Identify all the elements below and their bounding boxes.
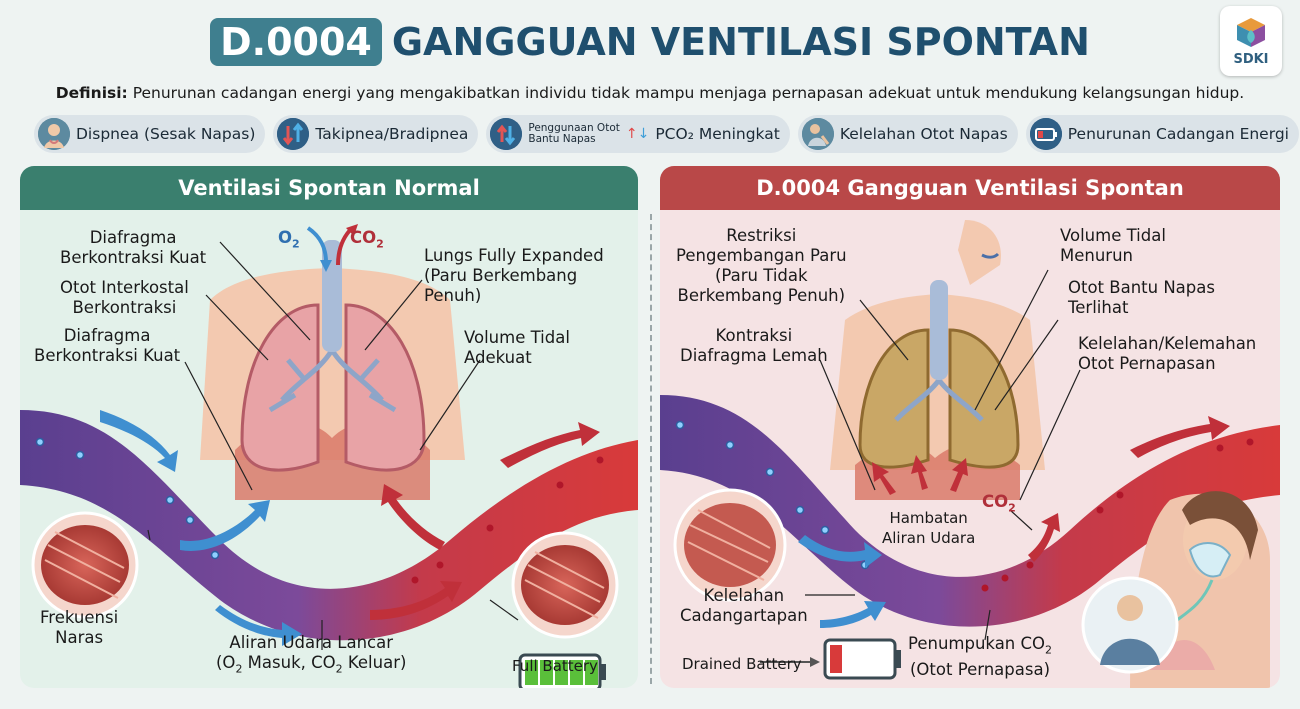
label-volume-tidal: Volume Tidal Adekuat — [464, 328, 570, 367]
sign-pill-otot-bantu: Penggunaan Otot Bantu Napas ↑↓ PCO₂ Meni… — [486, 115, 790, 153]
sdki-logo: SDKI — [1220, 6, 1282, 76]
penumpukan-line1: Penumpukan CO — [908, 634, 1046, 653]
cube-logo-icon — [1237, 17, 1265, 47]
co2-subscript: 2 — [376, 237, 384, 251]
sign-label: Takipnea/Bradipnea — [315, 125, 469, 143]
label-kelelahan-cadangan: Kelelahan Cadangartapan — [680, 586, 808, 625]
impaired-ventilation-panel: D.0004 Gangguan Ventilasi Spontan — [660, 166, 1280, 688]
up-down-arrows-icon — [277, 118, 310, 150]
co2-text: CO — [350, 228, 377, 247]
sign-label-two-line: Penggunaan Otot Bantu Napas — [528, 123, 620, 145]
page-title: GANGGUAN VENTILASI SPONTAN — [391, 20, 1090, 64]
penumpukan-line2: (Otot Pernapasa) — [910, 660, 1051, 680]
left-lung — [240, 303, 320, 472]
sign-label-line1: Penggunaan Otot — [528, 122, 620, 134]
weak-muscle-fiber-circle — [673, 488, 787, 602]
signs-list: Dispnea (Sesak Napas) Takipnea/Bradipnea… — [34, 115, 1299, 155]
impaired-ventilation-illustration — [660, 220, 1280, 688]
label-co2: CO2 — [350, 228, 384, 254]
sign-label: Dispnea (Sesak Napas) — [76, 125, 256, 143]
label-kontraksi-lemah: Kontraksi Diafragma Lemah — [680, 326, 828, 365]
left-lung-restricted — [858, 328, 930, 469]
o2-text: O — [278, 228, 293, 247]
sign-label: Kelelahan Otot Napas — [839, 125, 1008, 143]
sign-pill-cadangan: Penurunan Cadangan Energi — [1025, 115, 1299, 153]
drained-battery-icon — [823, 638, 901, 680]
aliran-sub-a: 2 — [235, 662, 243, 676]
label-pointer-lines — [805, 269, 1081, 641]
right-lung — [344, 303, 426, 472]
label-lungs-expanded: Lungs Fully Expanded (Paru Berkembang Pe… — [424, 246, 604, 305]
label-frekuensi: Frekuensi Naras — [40, 608, 119, 647]
logo-text: SDKI — [1233, 51, 1269, 67]
definition-text: Penurunan cadangan energi yang mengakiba… — [132, 84, 1245, 102]
right-lung-restricted — [948, 328, 1020, 469]
flow-arrows-blue — [798, 535, 886, 628]
label-diafragma-top: Diafragma Berkontraksi Kuat — [60, 228, 207, 267]
label-o2: O2 — [278, 228, 300, 254]
low-battery-icon — [1029, 118, 1062, 150]
sign-label-pco2: PCO₂ Meningkat — [655, 125, 780, 143]
aliran-line2a: (O — [216, 653, 236, 672]
aliran-sub-b: 2 — [335, 662, 343, 676]
label-otot-interkostal: Otot Interkostal Berkontraksi — [60, 278, 189, 317]
sign-label: Penurunan Cadangan Energi — [1067, 125, 1289, 143]
head-chin — [958, 220, 1001, 285]
label-pointer-lines — [147, 241, 519, 650]
sign-pill-takipnea: Takipnea/Bradipnea — [273, 115, 479, 153]
sign-pill-dispnea: Dispnea (Sesak Napas) — [34, 115, 266, 153]
label-penumpukan-co2: Penumpukan CO2 (Otot Pernapasa) — [908, 634, 1052, 680]
aliran-line2b: Masuk, CO — [242, 653, 336, 672]
label-aliran-udara: Aliran Udara Lancar (O2 Masuk, CO2 Kelua… — [216, 633, 406, 679]
label-volume-tidal-menurun: Volume Tidal Menurun — [1060, 226, 1166, 265]
co2-particles — [411, 456, 604, 584]
flow-arrows-red — [872, 416, 1230, 562]
impaired-panel-title: D.0004 Gangguan Ventilasi Spontan — [660, 166, 1280, 210]
person-breathing-icon — [38, 118, 70, 150]
o2-subscript: 2 — [292, 237, 300, 251]
muscle-fiber-circle-left — [31, 511, 139, 619]
tired-person-icon — [801, 118, 834, 150]
label-kelelahan-otot: Kelelahan/Kelemahan Otot Pernapasan — [1078, 334, 1257, 373]
label-otot-bantu: Otot Bantu Napas Terlihat — [1068, 278, 1215, 317]
panel-divider — [650, 214, 652, 684]
sign-pill-kelelahan: Kelelahan Otot Napas — [797, 115, 1018, 153]
sign-label-line2: Bantu Napas — [528, 133, 596, 145]
normal-ventilation-panel: Ventilasi Spontan Normal — [20, 166, 638, 688]
penumpukan-sub: 2 — [1045, 643, 1053, 657]
up-down-small-icon: ↑↓ — [625, 126, 650, 142]
label-drained-battery: Drained Battery — [682, 655, 802, 673]
label-diafragma-bottom: Diafragma Berkontraksi Kuat — [34, 326, 181, 365]
muscle-fiber-circle-right — [511, 531, 619, 639]
aliran-line2c: Keluar) — [342, 653, 407, 672]
definition-label: Definisi: — [55, 84, 128, 102]
o2-in-arrow — [306, 226, 328, 263]
label-full-battery: Full Battery — [512, 657, 598, 675]
label-co2-right: CO2 — [982, 492, 1016, 518]
co2-particles — [981, 438, 1254, 592]
normal-panel-title: Ventilasi Spontan Normal — [20, 166, 638, 210]
co2-text: CO — [982, 492, 1009, 511]
up-arrow-icon — [490, 118, 523, 150]
oxygen-particles — [35, 437, 220, 560]
blood-vessel — [660, 395, 1280, 627]
label-restriksi: Restriksi Pengembangan Paru (Paru Tidak … — [676, 226, 847, 305]
normal-ventilation-illustration — [20, 224, 638, 688]
blue-lips — [981, 252, 1000, 259]
diagnosis-code-badge: D.0004 — [210, 18, 382, 66]
tired-person-circle — [1081, 576, 1179, 674]
flow-arrows-blue — [100, 410, 302, 646]
page-title-row: D.0004 GANGGUAN VENTILASI SPONTAN — [0, 18, 1300, 66]
blood-vessel — [20, 410, 638, 641]
full-battery-icon — [518, 653, 606, 688]
co2-subscript: 2 — [1008, 501, 1016, 515]
label-hambatan: Hambatan Aliran Udara — [882, 509, 976, 547]
trachea — [930, 280, 948, 380]
definition: Definisi: Penurunan cadangan energi yang… — [0, 84, 1300, 102]
aliran-line1: Aliran Udara Lancar — [229, 633, 393, 652]
flow-arrows-red — [370, 422, 600, 620]
